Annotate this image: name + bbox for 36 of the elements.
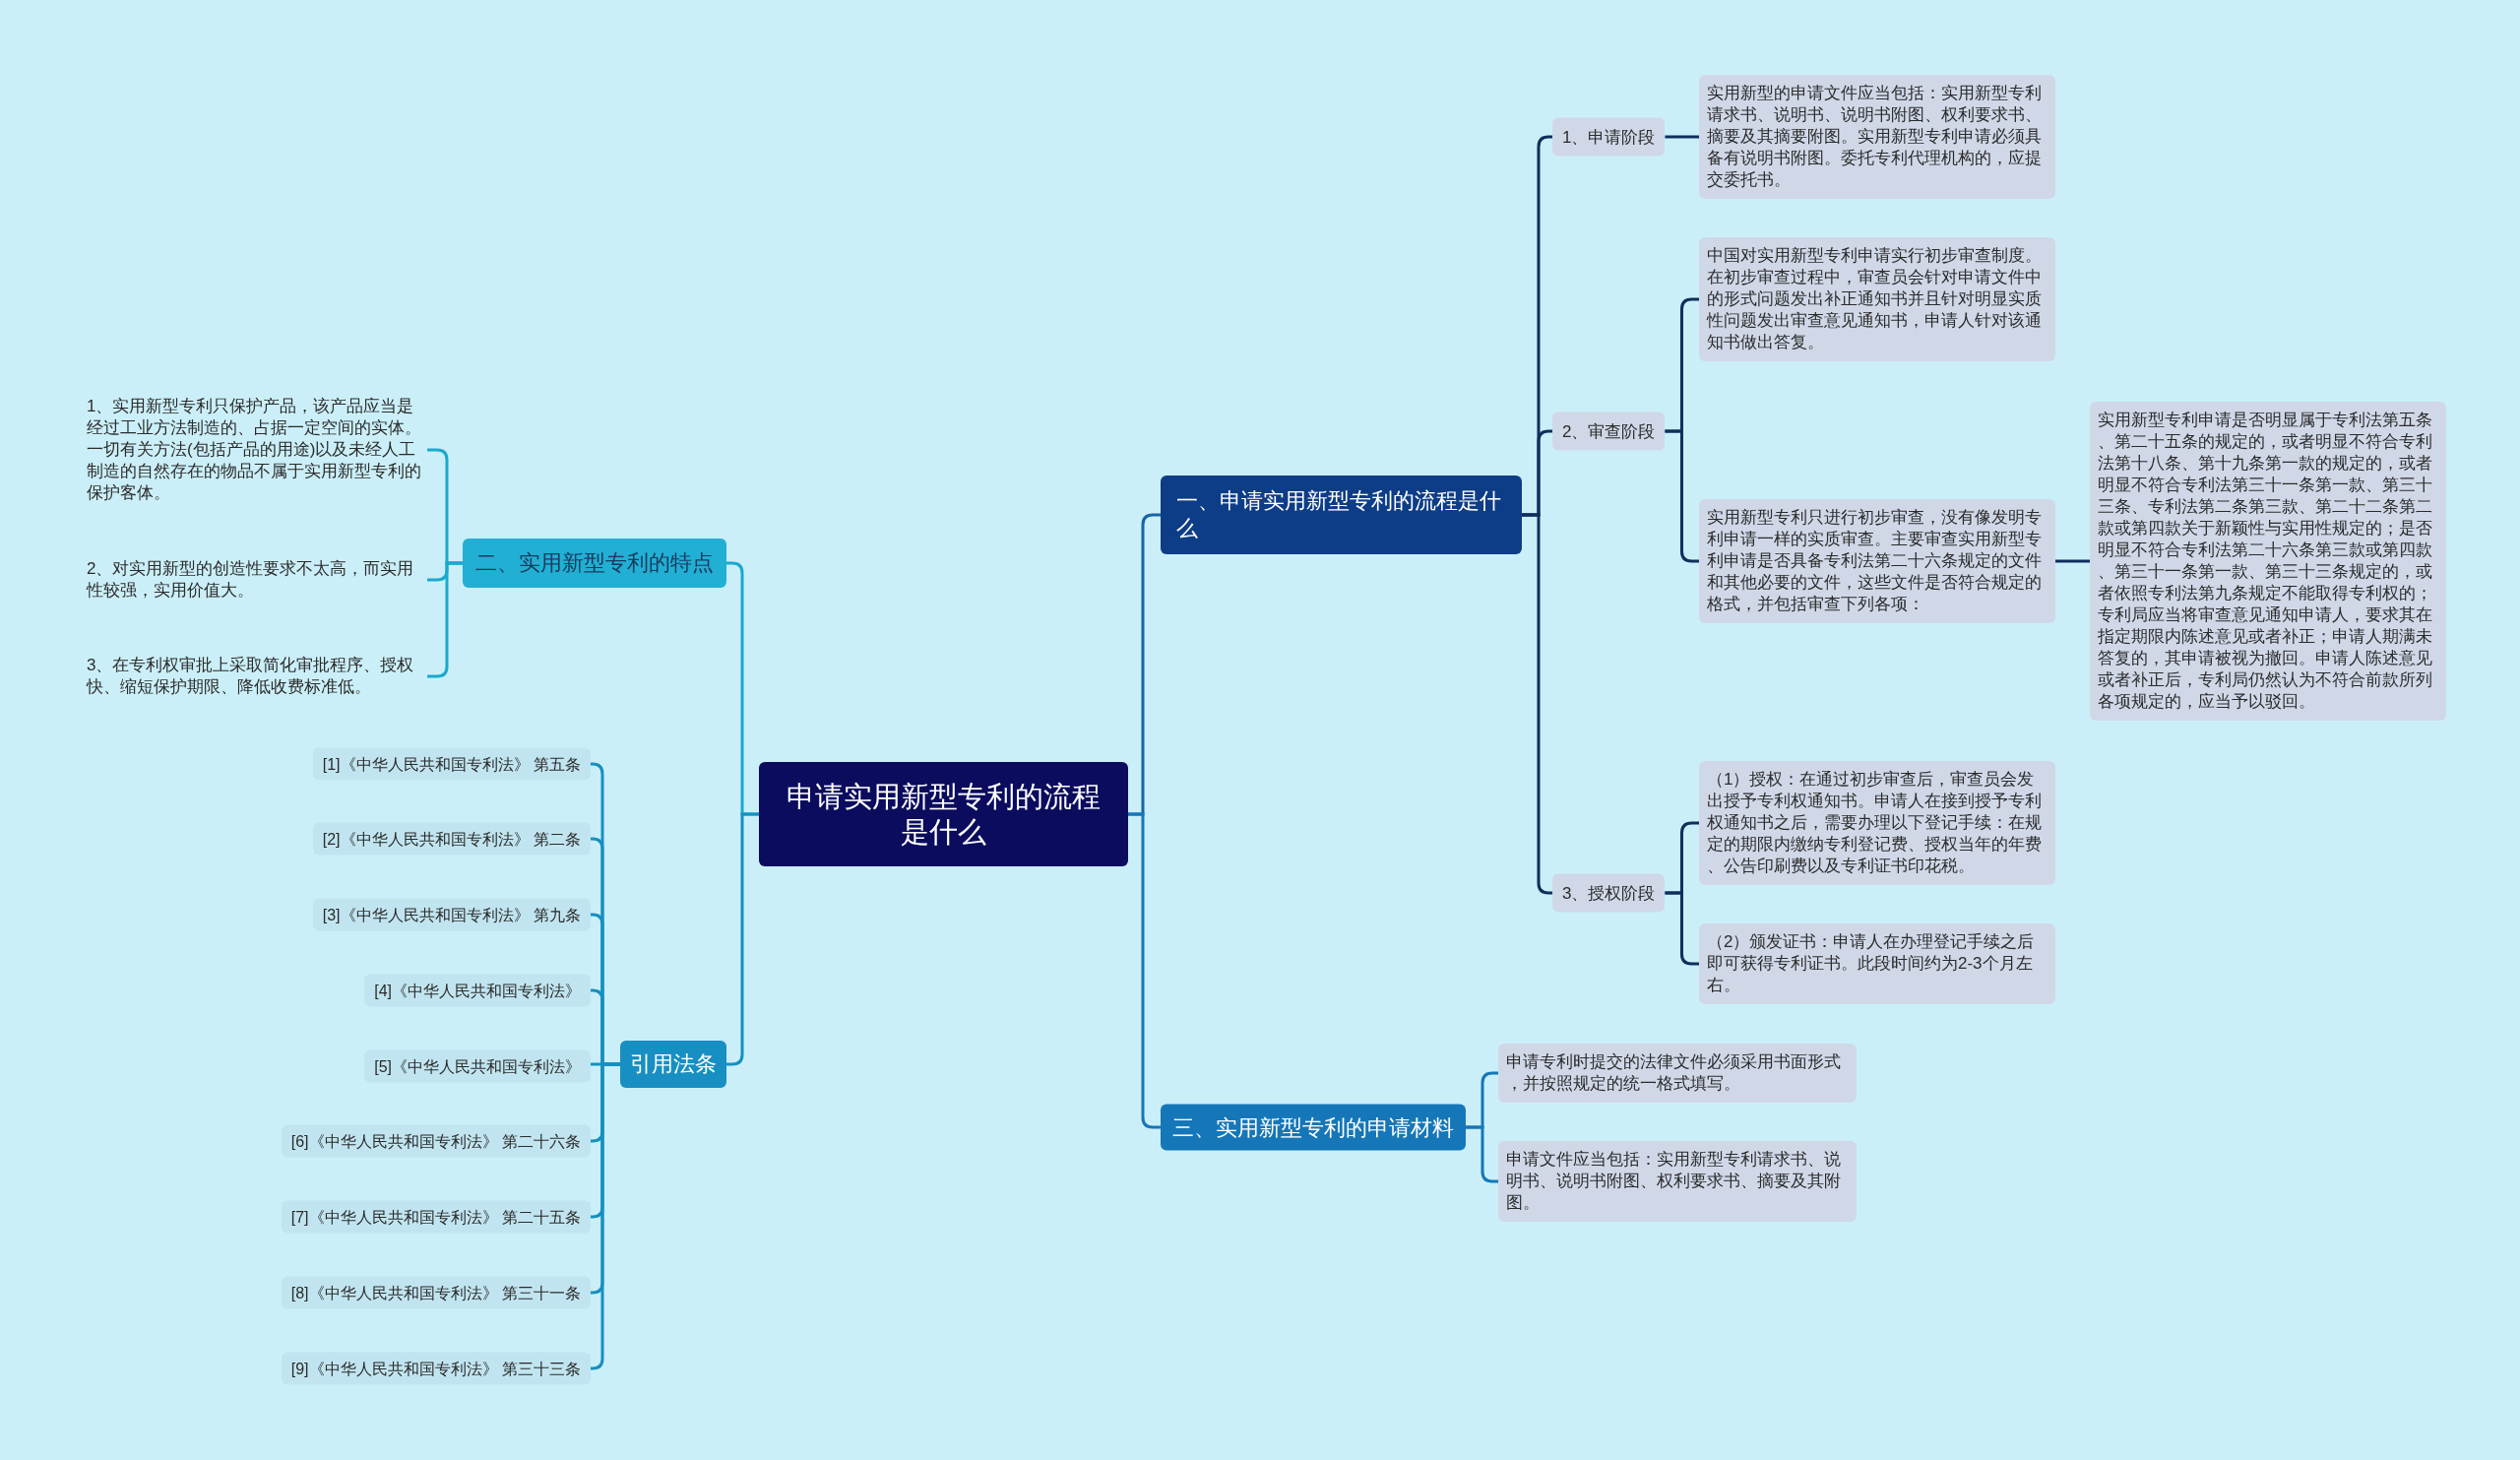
connector-line: [726, 812, 759, 1066]
note-box: 申请文件应当包括：实用新型专利请求书、说明书、说明书附图、权利要求书、摘要及其附图。: [1498, 1141, 1857, 1222]
citation-box: [1]《中华人民共和国专利法》 第五条: [312, 747, 591, 781]
connector-line: [2055, 559, 2090, 563]
note-box: 实用新型的申请文件应当包括：实用新型专利请求书、说明书、说明书附图、权利要求书、摘要及其摘要附图。实用新型专利申请必须具备有说明书附图。委托专利代理机构的，应提交委托书。: [1699, 75, 2055, 199]
branch-topic-box: 三、实用新型专利的申请材料: [1161, 1104, 1466, 1151]
citation-box: [2]《中华人民共和国专利法》 第二条: [312, 822, 591, 856]
note-box: （1）授权：在通过初步审查后，审查员会发出授予专利权通知书。申请人在接到授予专利权通知书之后，需要办理以下登记手续：在规定的期限内缴纳专利登记费、授权当年的年费、公告印刷费以及专利证书印花税。: [1699, 761, 2055, 885]
root-topic-box: 申请实用新型专利的流程是什么: [759, 762, 1128, 866]
connector-line: [1665, 135, 1699, 139]
note-box: 中国对实用新型专利申请实行初步审查制度。在初步审查过程中，审查员会针对申请文件中的形式问题发出补正通知书并且针对明显实质性问题发出审查意见通知书，申请人针对该通知书做出答复。: [1699, 237, 2055, 361]
note-box: 申请专利时提交的法律文件必须采用书面形式，并按照规定的统一格式填写。: [1498, 1044, 1857, 1103]
connector-line: [1665, 891, 1699, 966]
subtopic-box: 1、申请阶段: [1552, 117, 1666, 157]
note-box: 实用新型专利申请是否明显属于专利法第五条、第二十五条的规定的，或者明显不符合专利法第十八条、第十九条第一款的规定的，或者明显不符合专利法第三十一条第一款、第三十三条、专利法第二条第三款、第二十二条第二款或第四款关于新颖性与实用性规定的；是否明显不符合专利法第二十六条第三款或第四款、第三十一条第一款、第三十三条规定的，或者依照专利法第九条规定不能取得专利权的；专利局应当将审查意见通知申请人，要求其在指定期限内陈述意见或者补正；申请人期满未答复的，其申请被视为撤回。申请人陈述意见或者补正后，专利局仍然认为不符合前款所列各项规定的，应当予以驳回。: [2090, 402, 2446, 721]
branch-topic-box: 引用法条: [620, 1041, 726, 1088]
list-item-text: 2、对实用新型的创造性要求不太高，而实用性较强，实用价值大。: [81, 558, 427, 602]
list-item-text: 3、在专利权审批上采取简化审批程序、授权快、缩短保护期限、降低收费标准低。: [81, 655, 427, 698]
connector-line: [1466, 1125, 1498, 1183]
subtopic-box: 2、审查阶段: [1552, 412, 1666, 451]
citation-box: [8]《中华人民共和国专利法》 第三十一条: [281, 1276, 591, 1309]
citation-box: [7]《中华人民共和国专利法》 第二十五条: [281, 1200, 591, 1234]
citation-box: [6]《中华人民共和国专利法》 第二十六条: [281, 1124, 591, 1158]
subtopic-box: 3、授权阶段: [1552, 873, 1666, 913]
list-item-text: 1、实用新型专利只保护产品，该产品应当是经过工业方法制造的、占据一定空间的实体。一切有关方法(包括产品的用途)以及未经人工制造的自然存在的物品不属于实用新型专利的保护客体。: [81, 396, 427, 504]
note-box: （2）颁发证书：申请人在办理登记手续之后即可获得专利证书。此段时间约为2-3个月左右。: [1699, 923, 2055, 1004]
citation-box: [3]《中华人民共和国专利法》 第九条: [312, 898, 591, 931]
citation-box: [5]《中华人民共和国专利法》: [364, 1049, 591, 1083]
branch-topic-box: 一、申请实用新型专利的流程是什么: [1161, 476, 1522, 554]
branch-topic-box: 二、实用新型专利的特点: [463, 539, 726, 588]
citation-box: [4]《中华人民共和国专利法》: [364, 974, 591, 1007]
connector-line: [1665, 429, 1699, 563]
connector-line: [1128, 812, 1161, 1129]
connector-line: [590, 1062, 620, 1370]
citation-box: [9]《中华人民共和国专利法》 第三十三条: [281, 1352, 591, 1385]
note-box: 实用新型专利只进行初步审查，没有像发明专利申请一样的实质审查。主要审查实用新型专利申请是否具备专利法第二十六条规定的文件和其他必要的文件，这些文件是否符合规定的格式，并包括审查下列各项：: [1699, 499, 2055, 623]
